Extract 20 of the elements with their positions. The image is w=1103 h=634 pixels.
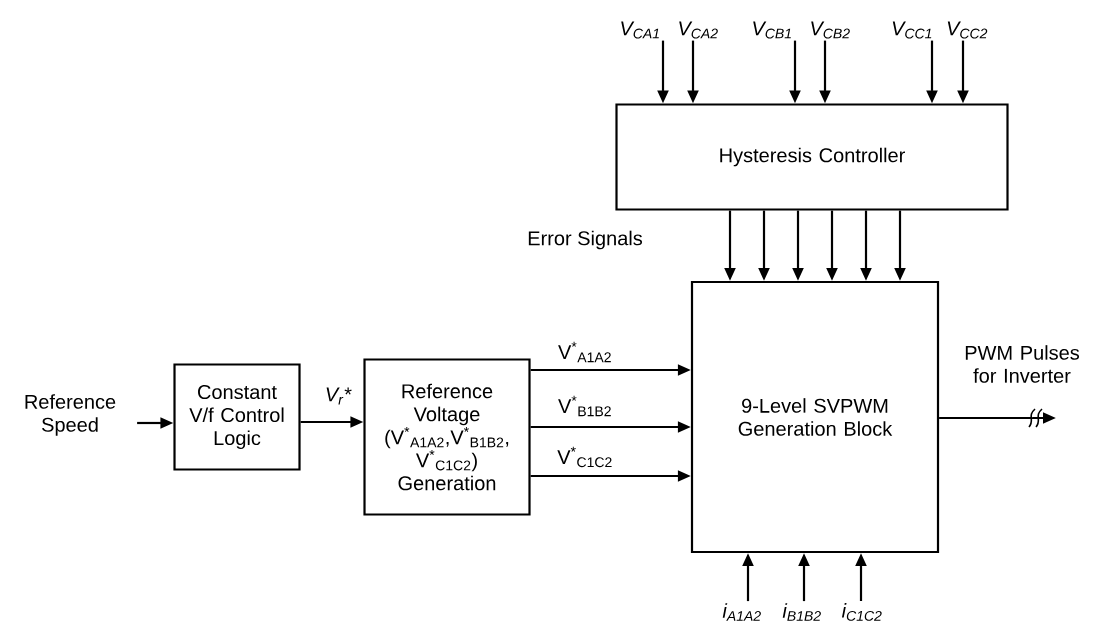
signal-label: V$_{CB2}$: [811, 21, 850, 39]
block-box: Hysteresis Controller: [615, 103, 1009, 211]
edge-label: PWM Pulses for Inverter: [965, 345, 1080, 383]
signal-label: i$_{C1C2}$: [841, 603, 882, 621]
edge-label: V$^{*}$C1C2: [557, 446, 612, 468]
signal-label: V$_{CA1}$: [621, 21, 659, 39]
signal-label: V$_{CC2}$: [947, 21, 988, 39]
block-box: 9-Level SVPWM Generation Block: [690, 280, 940, 554]
signal-label: V$_{CC1}$: [892, 21, 932, 39]
edge-label: V$^{*}$A1A2: [558, 341, 611, 363]
signal-label: i$_{A1A2}$: [722, 603, 761, 621]
block-box: Constant V/f Control Logic: [173, 363, 301, 471]
block-box: Reference Voltage (V$^{*}$$_{A1A2}$,V$^{*}$$_{B1B2}$, V$^{*}$$_{C1C2}$) Generation: [363, 358, 531, 516]
signal-label: V$_{CA2}$: [679, 21, 718, 39]
signal-label: Error Signals: [528, 230, 643, 250]
edge-label: V$_{r}$*: [326, 387, 352, 405]
signal-label: Reference Speed: [25, 394, 116, 436]
signal-label: i$_{B1B2}$: [782, 603, 821, 621]
signal-label: V$_{CB1}$: [753, 21, 791, 39]
edge-label: V$^{*}$B1B2: [558, 395, 611, 417]
